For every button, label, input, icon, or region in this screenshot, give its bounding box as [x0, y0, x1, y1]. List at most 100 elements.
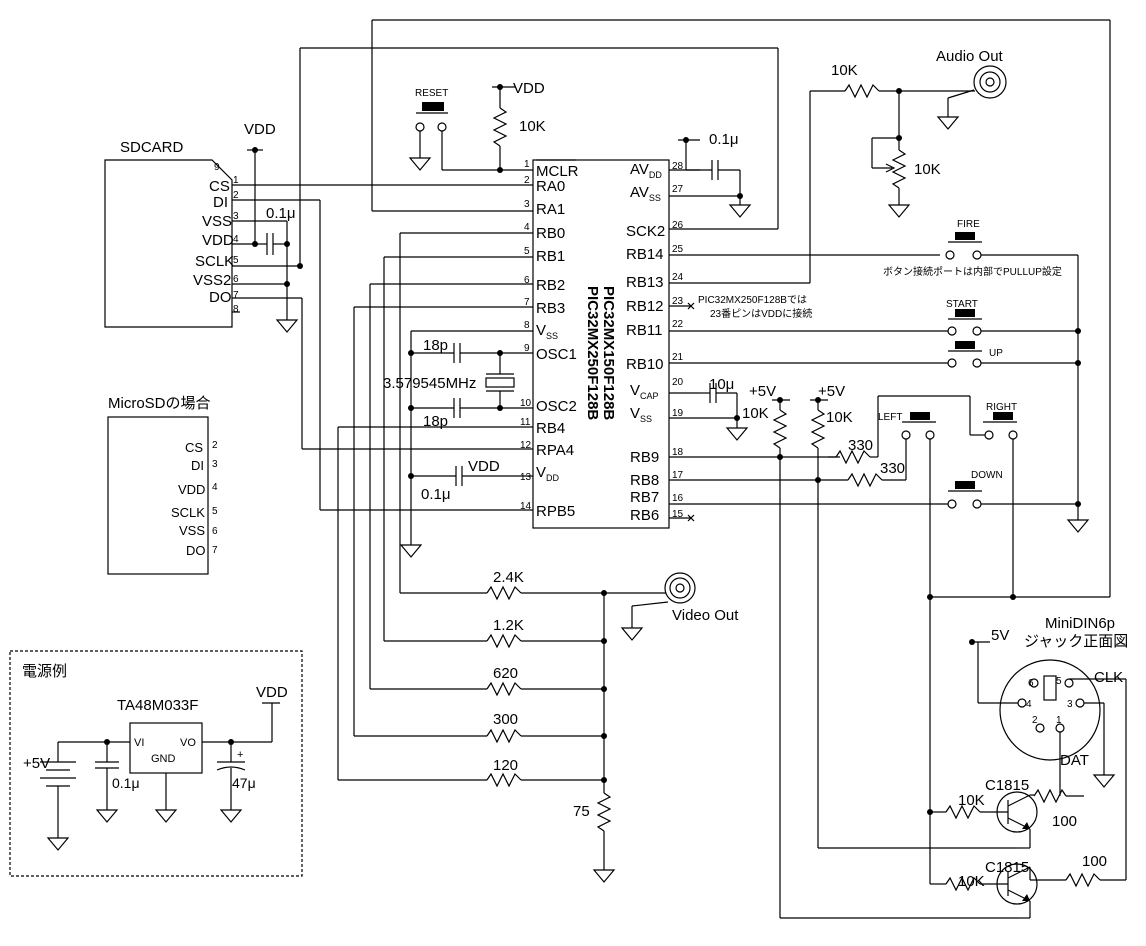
svg-text:6: 6 — [233, 274, 239, 285]
audio-r10k-label: 10K — [831, 62, 858, 79]
xtal-label: 3.579545MHz — [383, 375, 476, 392]
up-label: UP — [989, 348, 1003, 359]
oscillator — [399, 331, 515, 558]
pin-num-10: 10 — [520, 398, 532, 409]
right-label: RIGHT — [986, 402, 1017, 413]
audio-circuit — [809, 65, 1007, 283]
pin-label-vcap: VCAP — [630, 382, 659, 401]
transistor-1-label: C1815 — [985, 777, 1029, 794]
sd-pin-sclk: SCLK — [195, 253, 234, 270]
pin-num-14: 14 — [520, 501, 532, 512]
svg-text:1: 1 — [233, 175, 239, 186]
msd-pin-di: DI — [191, 458, 204, 473]
pin-num-3: 3 — [524, 199, 530, 210]
fire-label: FIRE — [957, 219, 980, 230]
p5v-label-1: +5V — [749, 383, 776, 400]
avdd-cap — [678, 139, 752, 218]
p5v-label-2: +5V — [818, 383, 845, 400]
pin-num-1: 1 — [524, 159, 530, 170]
pin-num-16: 16 — [672, 493, 684, 504]
pin-num-22: 22 — [672, 319, 684, 330]
pin-label-rb3: RB3 — [536, 300, 565, 317]
pin-num-19: 19 — [672, 408, 684, 419]
pin-label-ra0: RA0 — [536, 178, 565, 195]
pin-num-9: 9 — [524, 343, 530, 354]
pin-label-osc1: OSC1 — [536, 346, 577, 363]
r620-label: 620 — [493, 665, 518, 682]
audio-out-label: Audio Out — [936, 48, 1004, 65]
svg-text:6: 6 — [1028, 678, 1034, 689]
pin-num-8: 8 — [524, 320, 530, 331]
pin-label-rb6: RB6 — [630, 507, 659, 524]
sd-pin-vdd: VDD — [202, 232, 234, 249]
pin-num-21: 21 — [672, 352, 684, 363]
reset-r10k-label: 10K — [519, 118, 546, 135]
pin-num-18: 18 — [672, 447, 684, 458]
transistor-1-r100: 100 — [1052, 813, 1077, 830]
pin-label-avss: AVSS — [630, 184, 661, 203]
transistor-2-label: C1815 — [985, 859, 1029, 876]
pin-label-rpa4: RPA4 — [536, 442, 574, 459]
avdd-cap-label: 0.1μ — [709, 131, 739, 148]
svg-text:3: 3 — [233, 211, 239, 222]
pin-num-17: 17 — [672, 470, 684, 481]
pin-label-rb1: RB1 — [536, 248, 565, 265]
r75-label: 75 — [573, 803, 590, 820]
vdd13-label: VDD — [468, 458, 500, 475]
pin-label-osc2: OSC2 — [536, 398, 577, 415]
msd-pin-do: DO — [186, 543, 206, 558]
reset-circuit — [408, 86, 516, 171]
transistor-2-r10k: 10K — [958, 873, 985, 890]
svg-text:3: 3 — [1067, 699, 1073, 710]
pin-num-7: 7 — [524, 297, 530, 308]
power-output-label: VDD — [256, 684, 288, 701]
pin-num-20: 20 — [672, 377, 684, 388]
sd-wires — [232, 47, 779, 510]
reg-gnd: GND — [151, 753, 176, 765]
msd-pin-sclk: SCLK — [171, 505, 205, 520]
pin-num-12: 12 — [520, 440, 532, 451]
pin-num-28: 28 — [672, 161, 684, 172]
svg-text:2: 2 — [212, 440, 218, 451]
transistor-1-r10k: 10K — [958, 792, 985, 809]
sd-pin-di: DI — [213, 194, 228, 211]
r12k-label: 1.2K — [493, 617, 524, 634]
pullup-r10k-1: 10K — [742, 405, 769, 422]
pin-num-15: 15 — [672, 509, 684, 520]
vcap-label: 10μ — [709, 376, 734, 393]
dat-label: DAT — [1060, 752, 1089, 769]
sd-pin-numbers: 1 2 3 4 5 6 7 8 — [233, 175, 239, 315]
pin-label-rb12: RB12 — [626, 298, 664, 315]
pin-label-rb13: RB13 — [626, 274, 664, 291]
clk-label: CLK — [1094, 669, 1123, 686]
svg-text:4: 4 — [212, 482, 218, 493]
power-wires — [40, 702, 280, 851]
sd-pin-do: DO — [209, 289, 232, 306]
osc-cap1-label: 18p — [423, 337, 448, 354]
pic-name-2: PIC32MX250F128B — [584, 286, 601, 420]
msd-pin-vdd: VDD — [178, 482, 205, 497]
pin-num-11: 11 — [520, 417, 531, 428]
pic-name-1: PIC32MX150F128B — [600, 286, 617, 420]
power-plus-label: + — [237, 749, 243, 761]
pullup-resistors — [772, 399, 1018, 919]
msd-pin-vss: VSS — [179, 523, 205, 538]
r330-label-1: 330 — [848, 437, 873, 454]
reg-vo: VO — [180, 737, 196, 749]
pin-label-ra1: RA1 — [536, 201, 565, 218]
sdcard-body — [104, 159, 233, 328]
sd-vdd-label: VDD — [244, 121, 276, 138]
pic-right-pins — [669, 169, 948, 519]
svg-text:1: 1 — [1056, 715, 1062, 726]
rb12-note-2: 23番ピンはVDDに接続 — [710, 307, 812, 320]
pin-label-rpb5: RPB5 — [536, 503, 575, 520]
minidin-jack — [972, 641, 1127, 880]
buttons — [877, 232, 1090, 598]
sd-pin-vss2: VSS2 — [193, 272, 231, 289]
svg-text:5: 5 — [233, 255, 239, 266]
svg-text:7: 7 — [212, 545, 218, 556]
svg-text:2: 2 — [1032, 715, 1038, 726]
sd-pin-num-9: 9 — [214, 162, 220, 173]
power-example-frame — [9, 650, 303, 877]
power-cin-label: 0.1μ — [112, 775, 140, 791]
